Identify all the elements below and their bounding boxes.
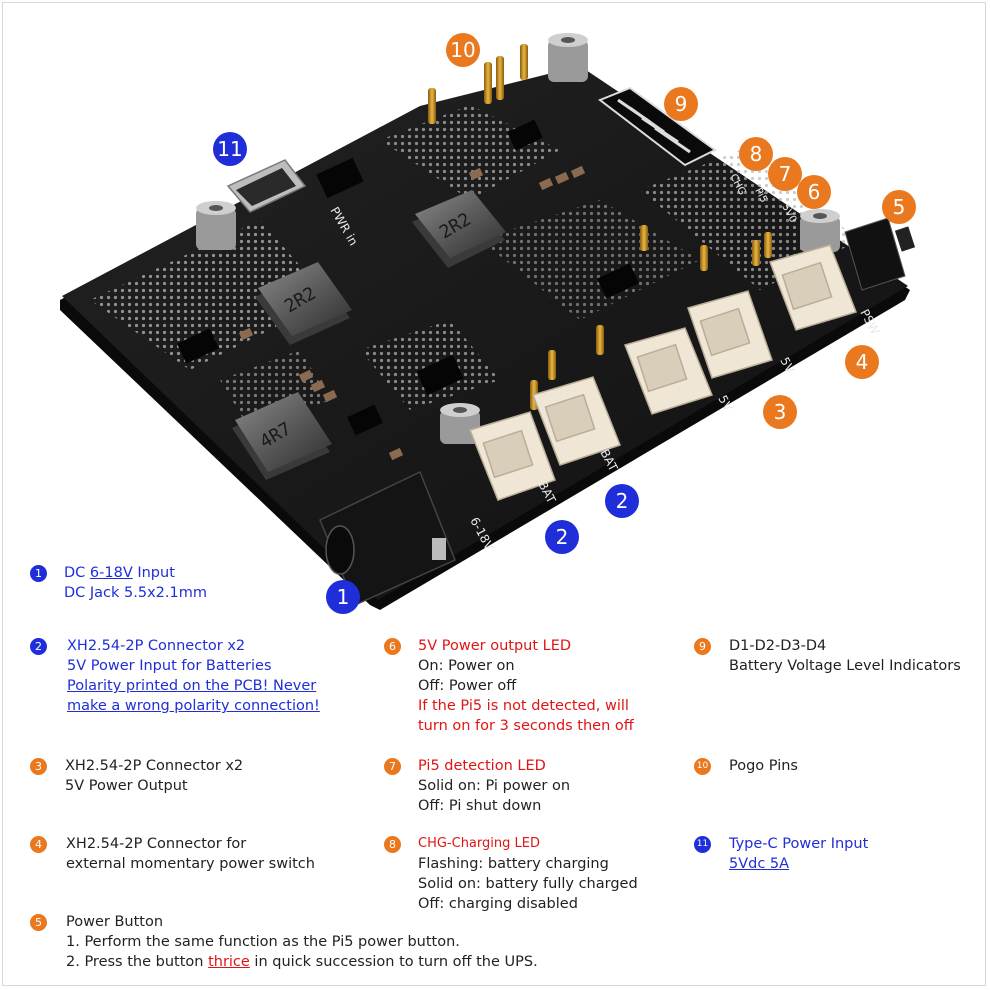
item1-voltage-link: 6-18V	[89, 565, 133, 581]
item6-title: 5V Power output LED	[418, 638, 572, 654]
silk-5v-1: 5V	[715, 393, 735, 414]
xh-connectors	[468, 244, 857, 501]
legend-item-5: 5 Power Button 1. Perform the same funct…	[30, 912, 538, 972]
item8-title: CHG-Charging LED	[418, 836, 540, 851]
callout-8: 8	[739, 137, 773, 171]
item5-line1: Power Button	[66, 914, 164, 930]
dc-jack	[319, 470, 456, 607]
item8-line3: Solid on: battery fully charged	[418, 876, 638, 892]
item5-line3-pre: 2. Press the button	[66, 954, 209, 970]
badge-11: 11	[694, 836, 711, 853]
item6-line5: turn on for 3 seconds then off	[418, 718, 634, 734]
item2-line2: 5V Power Input for Batteries	[67, 658, 272, 674]
badge-6: 6	[384, 638, 401, 655]
item5-line2: 1. Perform the same function as the Pi5 …	[66, 934, 460, 950]
item5-line3-post: in quick succession to turn off the UPS.	[249, 954, 538, 970]
inductor-l1: 2R2	[412, 190, 506, 268]
callout-7: 7	[768, 157, 802, 191]
legend-item-9: 9 D1-D2-D3-D4 Battery Voltage Level Indi…	[694, 636, 961, 676]
legend-item-10: 10 Pogo Pins	[694, 756, 798, 776]
pcb-drawing: 2R2 2R2 4R7	[60, 33, 916, 610]
item8-line2: Flashing: battery charging	[418, 856, 609, 872]
badge-8: 8	[384, 836, 401, 853]
legend-item-3: 3 XH2.54-2P Connector x2 5V Power Output	[30, 756, 243, 796]
item6-line2: On: Power on	[418, 658, 515, 674]
item8-line4: Off: charging disabled	[418, 896, 578, 912]
item5-thrice: thrice	[208, 954, 250, 970]
led-bar-indicators	[597, 86, 717, 167]
inductor-l2: 2R2	[255, 262, 352, 345]
item9-line1: D1-D2-D3-D4	[729, 638, 827, 654]
item10-line1: Pogo Pins	[729, 758, 798, 774]
legend-item-1: 1 DC 6-18V Input DC Jack 5.5x2.1mm	[30, 563, 207, 603]
callout-11: 11	[213, 132, 247, 166]
item1-pre: DC	[64, 565, 90, 581]
callout-4: 4	[845, 345, 879, 379]
item6-line3: Off: Power off	[418, 678, 517, 694]
type-c-port	[226, 159, 307, 213]
item7-title: Pi5 detection LED	[418, 758, 546, 774]
badge-9: 9	[694, 638, 711, 655]
legend-item-8: 8 CHG-Charging LED Flashing: battery cha…	[384, 834, 638, 914]
callout-2a: 2	[605, 484, 639, 518]
callout-10: 10	[446, 33, 480, 67]
item3-line2: 5V Power Output	[65, 778, 188, 794]
badge-10: 10	[694, 758, 711, 775]
badge-1: 1	[30, 565, 47, 582]
callout-1: 1	[326, 580, 360, 614]
legend-item-2: 2 XH2.54-2P Connector x2 5V Power Input …	[30, 636, 320, 716]
legend-item-11: 11 Type-C Power Input 5Vdc 5A	[694, 834, 868, 874]
item7-line2: Solid on: Pi power on	[418, 778, 571, 794]
badge-2: 2	[30, 638, 47, 655]
item4-line1: XH2.54-2P Connector for	[66, 836, 247, 852]
item1-post: Input	[132, 565, 175, 581]
badge-3: 3	[30, 758, 47, 775]
item2-line3: Polarity printed on the PCB! Never	[67, 678, 317, 694]
item6-line4: If the Pi5 is not detected, will	[418, 698, 629, 714]
item1-line2: DC Jack 5.5x2.1mm	[64, 585, 207, 601]
power-button-component	[844, 217, 916, 291]
item11-line2: 5Vdc 5A	[729, 856, 790, 872]
standoff-1	[548, 33, 588, 82]
callout-3: 3	[763, 395, 797, 429]
silk-5v-2: 5V	[777, 355, 797, 376]
standoff-2	[196, 201, 236, 250]
standoff-4	[440, 403, 480, 444]
legend-item-7: 7 Pi5 detection LED Solid on: Pi power o…	[384, 756, 570, 816]
board-illustration: 2R2 2R2 4R7	[60, 33, 916, 614]
legend-item-4: 4 XH2.54-2P Connector for external momen…	[30, 834, 315, 874]
badge-5: 5	[30, 914, 47, 931]
callout-9: 9	[664, 87, 698, 121]
inductor-l3: 4R7	[232, 392, 332, 480]
badge-4: 4	[30, 836, 47, 853]
callout-2b: 2	[545, 520, 579, 554]
callout-6: 6	[797, 175, 831, 209]
item9-line2: Battery Voltage Level Indicators	[729, 658, 961, 674]
callout-5: 5	[882, 190, 916, 224]
standoff-3	[800, 209, 840, 252]
item11-line1: Type-C Power Input	[729, 836, 869, 852]
legend-item-6: 6 5V Power output LED On: Power on Off: …	[384, 636, 634, 736]
item2-line4: make a wrong polarity connection!	[67, 698, 320, 714]
item4-line2: external momentary power switch	[66, 856, 315, 872]
badge-7: 7	[384, 758, 401, 775]
item2-line1: XH2.54-2P Connector x2	[67, 638, 246, 654]
item3-line1: XH2.54-2P Connector x2	[65, 758, 244, 774]
item7-line3: Off: Pi shut down	[418, 798, 542, 814]
